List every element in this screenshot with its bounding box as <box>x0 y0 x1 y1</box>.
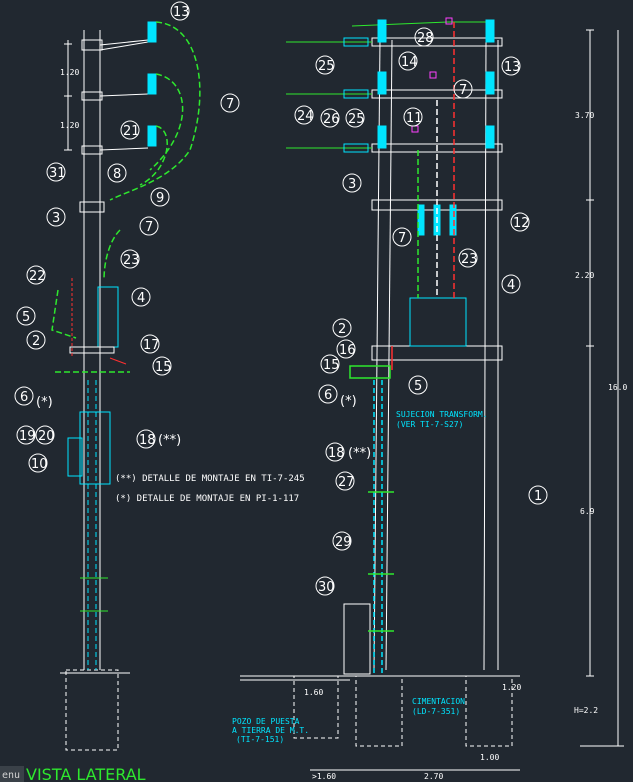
right-callouts: 28 13 25 14 7 24 26 25 11 3 12 7 23 4 2 … <box>294 27 548 596</box>
left-callouts: 13 7 21 31 8 9 3 7 23 22 4 5 2 17 15 6 1… <box>14 1 240 473</box>
dimension-label: 3.70 <box>575 111 594 120</box>
menu-tab[interactable]: enu <box>2 770 20 781</box>
callout: 25 <box>318 59 335 74</box>
callout: 6 <box>20 390 28 405</box>
note-sujecion: SUJECION TRANSFORM. <box>396 410 488 419</box>
callout: 24 <box>297 109 314 124</box>
callout: 10 <box>31 457 48 472</box>
left-insulators <box>147 21 157 147</box>
callout: 26 <box>323 112 340 127</box>
callout: 7 <box>226 97 234 112</box>
right-dimension-lines <box>310 29 624 771</box>
callout: 27 <box>338 475 355 490</box>
callout: 17 <box>143 338 160 353</box>
callout: 12 <box>513 216 530 231</box>
callout: 1 <box>534 489 542 504</box>
callout: 19 <box>19 429 36 444</box>
left-pole-view <box>60 30 149 751</box>
left-conduit <box>80 380 108 670</box>
dimension-label: 1.20 <box>502 683 521 692</box>
callout: 21 <box>123 124 140 139</box>
note-pozo-2: A TIERRA DE M.T. <box>232 726 309 735</box>
dimension-label: 2.20 <box>575 271 594 280</box>
callout: 9 <box>156 191 164 206</box>
dimension-label: >1.60 <box>312 772 336 781</box>
callout: 23 <box>461 252 478 267</box>
callout: 5 <box>22 310 30 325</box>
callout: 25 <box>348 112 365 127</box>
callout: 22 <box>29 269 46 284</box>
callout: 15 <box>155 360 172 375</box>
note-cimentacion-ref: (LD-7-351) <box>412 707 460 716</box>
callout: 31 <box>49 166 66 181</box>
callout: 14 <box>401 55 418 70</box>
dimension-label: 1.20 <box>60 68 79 77</box>
callout: 7 <box>459 83 467 98</box>
callout: 5 <box>414 379 422 394</box>
right-insulators <box>343 19 495 236</box>
left-red-lines <box>71 278 127 365</box>
left-dimension-lines <box>64 40 72 151</box>
callout: 29 <box>335 535 352 550</box>
callout: 4 <box>137 291 145 306</box>
note-sujecion-ref: (VER TI-7-S27) <box>396 420 463 429</box>
dimension-label: 1.00 <box>480 753 499 762</box>
callout: 4 <box>507 278 515 293</box>
note-detail-1: (**) DETALLE DE MONTAJE EN TI-7-245 <box>115 474 305 484</box>
callout: 2 <box>32 334 40 349</box>
note-pozo: POZO DE PUESTA <box>232 717 300 726</box>
callout: 8 <box>113 167 121 182</box>
dimension-label: 1.20 <box>60 121 79 130</box>
callout: 16 <box>339 343 356 358</box>
callout: 11 <box>406 111 423 126</box>
callout: 18 <box>139 433 156 448</box>
dimension-label: 1.60 <box>304 688 323 697</box>
callout: 2 <box>338 322 346 337</box>
callout: 28 <box>417 31 434 46</box>
dimension-label: 2.70 <box>424 772 443 781</box>
callout: 18 <box>328 446 345 461</box>
note-pozo-ref: (TI-7-151) <box>236 735 284 744</box>
callout: 13 <box>173 5 190 20</box>
note-cimentacion: CIMENTACION <box>412 697 465 706</box>
right-cables <box>349 22 455 676</box>
callout: 13 <box>504 60 521 75</box>
asterisk-note: (**) <box>348 446 371 461</box>
callout: 23 <box>123 253 140 268</box>
drawing-title: VISTA LATERAL <box>26 765 146 782</box>
callout: 20 <box>38 429 55 444</box>
callout: 7 <box>145 220 153 235</box>
asterisk-note: (**) <box>158 433 181 448</box>
callout: 3 <box>52 211 60 226</box>
callout: 7 <box>398 231 406 246</box>
asterisk-note: (*) <box>340 394 357 409</box>
right-incoming-lines <box>286 21 488 149</box>
menu-tab-bg[interactable] <box>0 766 24 782</box>
asterisk-note: (*) <box>36 395 53 410</box>
callout: 6 <box>324 388 332 403</box>
callout: 30 <box>318 580 335 595</box>
note-detail-2: (*) DETALLE DE MONTAJE EN PI-1-117 <box>115 494 299 504</box>
callout: 3 <box>348 177 356 192</box>
left-cables <box>51 21 201 373</box>
dimension-total: 16.0 <box>608 383 627 392</box>
dimension-label: 6.9 <box>580 507 595 516</box>
callout: 15 <box>323 358 340 373</box>
dimension-h: H=2.2 <box>574 706 598 715</box>
